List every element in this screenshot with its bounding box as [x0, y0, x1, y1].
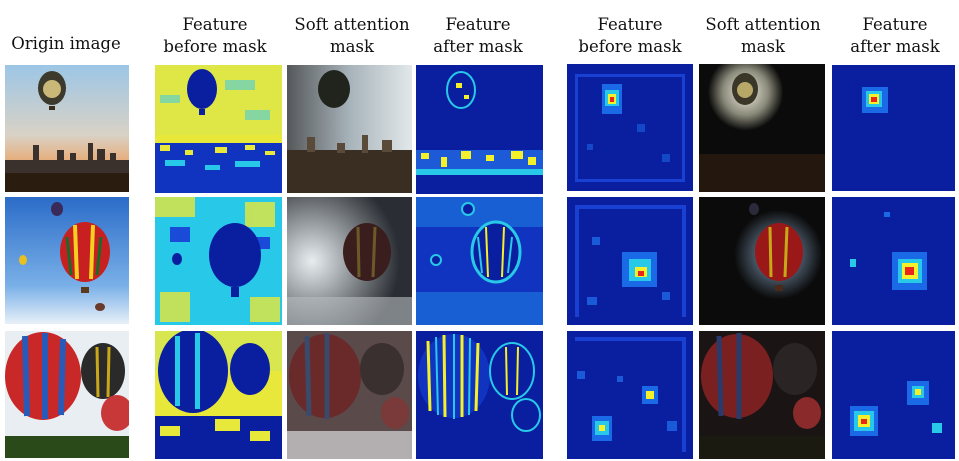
feature-after-mask-row3-right [832, 331, 955, 459]
feature-after-mask-row2-right [832, 197, 955, 325]
feature-after-mask-row1-left [416, 65, 543, 194]
header-feature-after-mask-2: Feature after mask [850, 15, 940, 56]
header-feature-before-mask-1: Feature before mask [163, 15, 267, 56]
soft-attention-mask-row1-left [287, 65, 412, 193]
soft-attention-mask-row1-right [699, 64, 825, 192]
feature-before-mask-row3-left [155, 331, 282, 459]
feature-before-mask-row2-left [155, 197, 282, 325]
feature-before-mask-row2-right [567, 197, 693, 325]
feature-before-mask-row1-left [155, 65, 282, 193]
soft-attention-mask-row2-left [287, 197, 412, 325]
feature-before-mask-row3-right [567, 331, 693, 459]
feature-after-mask-row3-left [416, 331, 543, 459]
soft-attention-mask-row2-right [699, 197, 825, 325]
header-soft-attention-mask-2: Soft attention mask [705, 15, 821, 56]
header-feature-before-mask-2: Feature before mask [578, 15, 682, 56]
origin-image-row3 [5, 331, 129, 458]
soft-attention-mask-row3-left [287, 331, 412, 459]
header-origin-image: Origin image [11, 34, 121, 53]
feature-before-mask-row1-right [567, 64, 693, 191]
header-feature-after-mask-1: Feature after mask [433, 15, 523, 56]
feature-after-mask-row2-left [416, 197, 543, 325]
origin-image-row2 [5, 197, 129, 324]
soft-attention-mask-row3-right [699, 331, 825, 459]
header-soft-attention-mask-1: Soft attention mask [294, 15, 410, 56]
origin-image-row1 [5, 65, 129, 192]
feature-after-mask-row1-right [832, 65, 955, 191]
